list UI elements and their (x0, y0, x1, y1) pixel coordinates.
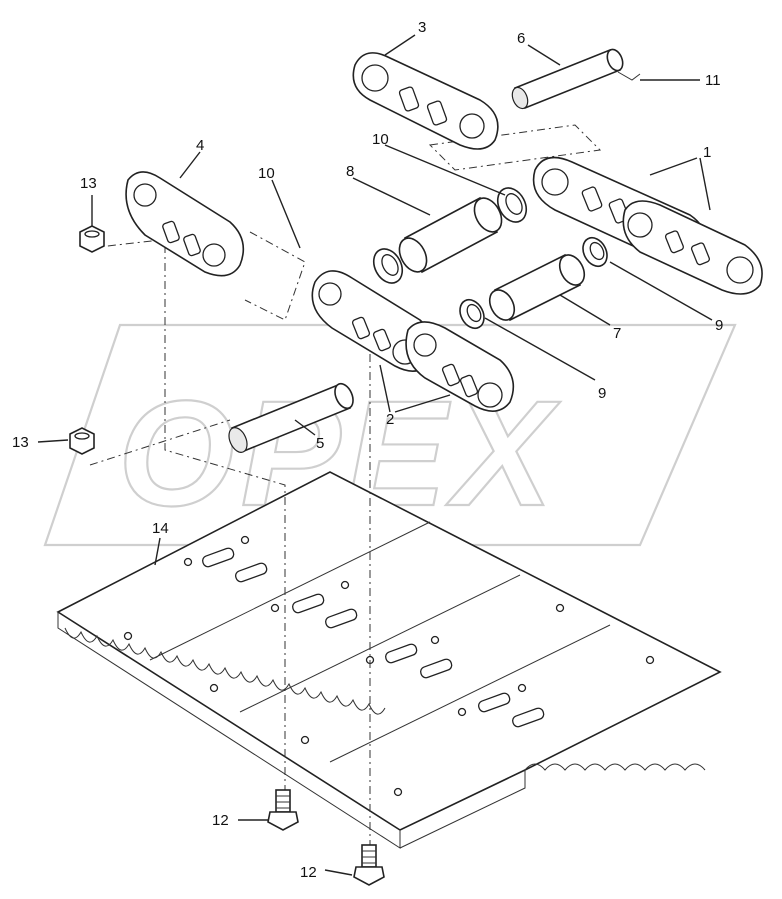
bushing-7 (488, 253, 586, 322)
spacer-9-left (459, 298, 485, 330)
track-shoe-assembly (56, 471, 722, 849)
callout-8: 8 (346, 163, 354, 180)
callout-9-left: 9 (598, 385, 606, 402)
leader-lines (37, 34, 713, 876)
track-link-3 (352, 52, 499, 150)
callout-2: 2 (386, 411, 394, 428)
callout-4: 4 (196, 137, 204, 154)
callout-6: 6 (517, 30, 525, 47)
callout-9-right: 9 (715, 317, 723, 334)
callout-12-left: 12 (212, 812, 229, 829)
callout-13-lower: 13 (12, 434, 29, 451)
callout-7: 7 (613, 325, 621, 342)
bolt-12-left (267, 789, 299, 831)
track-link-4 (125, 171, 245, 277)
callout-5: 5 (316, 435, 324, 452)
nut-13-upper (79, 225, 105, 253)
callout-13-upper: 13 (80, 175, 97, 192)
track-link-2 (311, 270, 515, 412)
callout-14: 14 (152, 520, 169, 537)
spacer-9-right (582, 236, 608, 268)
pin-6 (511, 48, 624, 110)
callout-12-right: 12 (300, 864, 317, 881)
callout-11: 11 (705, 72, 721, 89)
pin-5 (228, 382, 354, 453)
bushing-8 (398, 196, 503, 274)
callout-3: 3 (418, 19, 426, 36)
callouts: 1 2 3 4 5 6 7 8 9 9 10 10 11 12 12 13 13… (12, 19, 723, 881)
bolt-12-right (353, 844, 385, 886)
track-link-1 (532, 156, 763, 295)
callout-1: 1 (703, 144, 711, 161)
cotter-11 (617, 71, 641, 81)
nut-13-lower (69, 427, 95, 455)
callout-10-left: 10 (258, 165, 275, 182)
seal-10-left (372, 248, 404, 284)
assembly-lines (89, 124, 602, 845)
callout-10-right: 10 (372, 131, 389, 148)
seal-10-right (496, 187, 528, 223)
